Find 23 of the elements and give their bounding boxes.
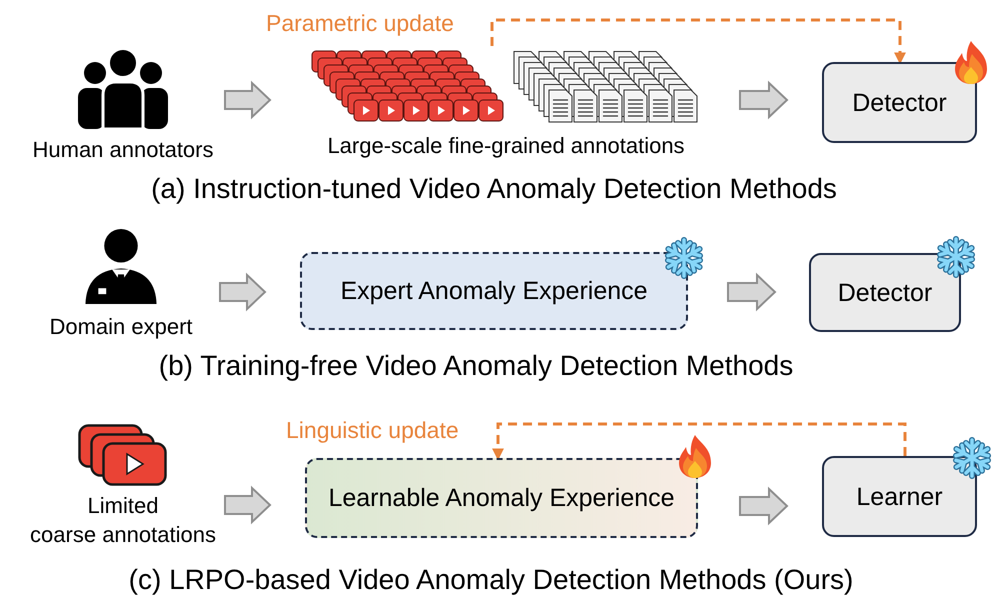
- subfigure-caption: (c) LRPO-based Video Anomaly Detection Methods (Ours): [128, 563, 854, 597]
- process-box: [822, 62, 977, 143]
- box-label: Detector: [838, 278, 932, 308]
- icon-caption: Large-scale fine-grained annotations: [327, 133, 685, 159]
- subfigure-caption: (a) Instruction-tuned Video Anomaly Detection Methods: [151, 172, 837, 206]
- block-arrow: [224, 486, 272, 524]
- block-arrow: [219, 272, 266, 312]
- box-label: Expert Anomaly Experience: [340, 276, 648, 306]
- box-label: Learner: [856, 482, 943, 512]
- dashed-arrow: [492, 422, 906, 460]
- block-arrow: [727, 272, 776, 312]
- icon-caption: Limited coarse annotations: [30, 492, 216, 549]
- block-arrow: [739, 80, 788, 120]
- box-label: Detector: [852, 88, 947, 118]
- dashed-box: [300, 252, 688, 330]
- dashed-box: [305, 458, 698, 538]
- process-box: [809, 253, 961, 332]
- icon-caption: Human annotators: [32, 137, 214, 163]
- block-arrow: [739, 486, 788, 526]
- subfigure-caption: (b) Training-free Video Anomaly Detection Methods: [158, 349, 794, 383]
- process-box: [822, 456, 977, 537]
- icon-caption: Domain expert: [49, 314, 193, 340]
- box-label: Learnable Anomaly Experience: [328, 483, 675, 513]
